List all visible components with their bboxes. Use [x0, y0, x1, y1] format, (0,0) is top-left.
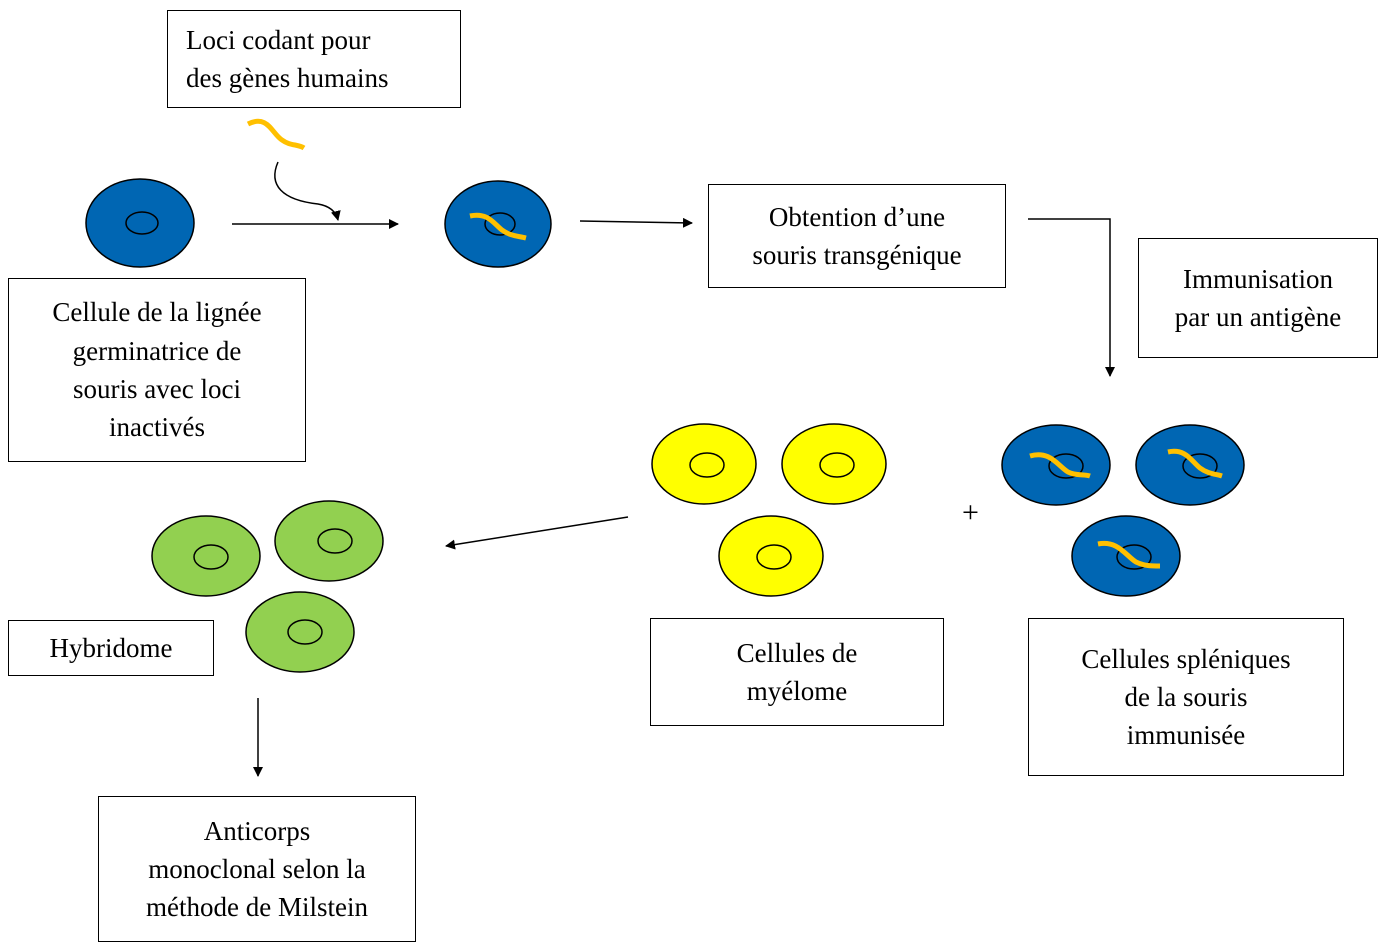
splenic-gene-fragment: [1097, 540, 1161, 569]
splenic-cell-nucleus: [1116, 544, 1152, 570]
hybridoma-label-box: Hybridome: [8, 620, 214, 676]
insertion-curve-arrow: [274, 161, 341, 221]
loci-label: Loci codant pour des gènes humains: [186, 24, 389, 93]
germline-cell: [85, 178, 195, 268]
hybridoma-cell: [151, 515, 261, 597]
hybridoma-cell: [245, 591, 355, 673]
immunisation-label: Immunisation par un antigène: [1174, 263, 1342, 332]
myeloma-cell: [651, 423, 757, 505]
myeloma-cell: [781, 423, 887, 505]
splenic-gene-fragment: [1029, 452, 1091, 479]
splenic-label: Cellules spléniques de la souris immunis…: [1081, 643, 1291, 751]
transgenic-label-box: Obtention d’une souris transgénique: [708, 184, 1006, 288]
germline-cell-nucleus: [125, 211, 159, 235]
myeloma-cells: [651, 423, 887, 597]
splenic-cell: [1135, 424, 1245, 506]
arrow-to-transgenic: [579, 217, 693, 228]
antibody-label-box: Anticorps monoclonal selon la méthode de…: [98, 796, 416, 942]
myeloma-label: Cellules de myélome: [736, 637, 858, 706]
loci-label-box: Loci codant pour des gènes humains: [167, 10, 461, 108]
splenic-gene-fragment: [1167, 448, 1223, 479]
hybridoma-label: Hybridome: [49, 632, 173, 663]
transgenic-label: Obtention d’une souris transgénique: [752, 201, 962, 270]
hybridoma-cells: [151, 500, 384, 673]
hybridoma-cell-nucleus: [317, 528, 353, 554]
myeloma-cell: [718, 515, 824, 597]
arrow-immunisation: [1028, 218, 1115, 377]
myeloma-cell-nucleus: [689, 452, 725, 478]
germline-label: Cellule de la lignée germinatrice de sou…: [52, 297, 262, 443]
myeloma-label-box: Cellules de myélome: [650, 618, 944, 726]
immunisation-label-box: Immunisation par un antigène: [1138, 238, 1378, 358]
myeloma-cell-nucleus: [819, 452, 855, 478]
splenic-cell-nucleus: [1048, 453, 1084, 479]
antibody-label: Anticorps monoclonal selon la méthode de…: [146, 815, 368, 923]
splenic-cells: [1001, 424, 1245, 597]
arrow-to-hybridoma: [445, 516, 629, 550]
splenic-label-box: Cellules spléniques de la souris immunis…: [1028, 618, 1344, 776]
hybridoma-cell: [274, 500, 384, 582]
modified-cell-nucleus: [484, 212, 516, 236]
splenic-cell-nucleus: [1182, 453, 1218, 479]
hybridoma-cell-nucleus: [193, 544, 229, 570]
hybridoma-cell-nucleus: [287, 619, 323, 645]
myeloma-cell-nucleus: [756, 544, 792, 570]
integrated-gene-fragment: [469, 212, 527, 241]
gene-fragment: [246, 118, 306, 151]
germline-label-box: Cellule de la lignée germinatrice de sou…: [8, 278, 306, 462]
plus-sign: +: [962, 496, 979, 529]
